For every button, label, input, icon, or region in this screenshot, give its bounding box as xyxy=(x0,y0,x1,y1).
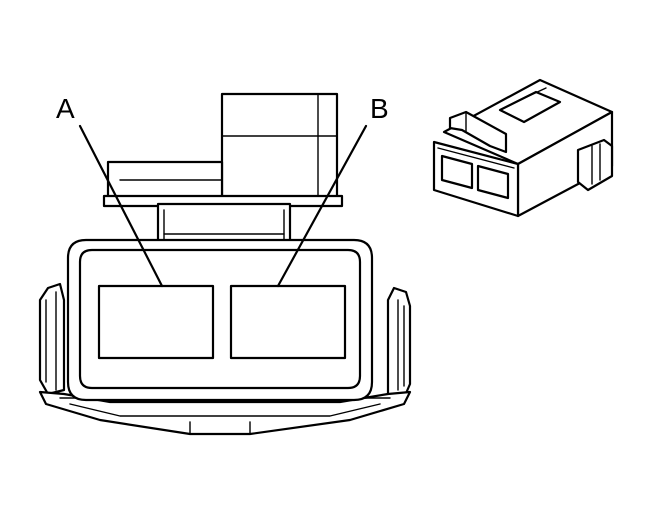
leader-line-a xyxy=(78,124,164,288)
right-side-latch xyxy=(386,286,412,400)
connector-isometric-view xyxy=(432,78,614,218)
connector-body xyxy=(66,238,374,402)
iso-cavity-b xyxy=(476,164,510,200)
callout-label-a: A xyxy=(56,93,75,124)
iso-cavity-a xyxy=(440,154,474,190)
terminal-cavity-a xyxy=(97,284,215,360)
connector-front-view: A B xyxy=(38,92,412,436)
callout-label-b: B xyxy=(370,93,389,124)
terminal-cavity-b xyxy=(229,284,347,360)
locking-tab xyxy=(102,92,344,208)
left-side-latch xyxy=(38,282,66,396)
leader-line-b xyxy=(276,124,368,288)
tab-neck xyxy=(156,202,292,246)
